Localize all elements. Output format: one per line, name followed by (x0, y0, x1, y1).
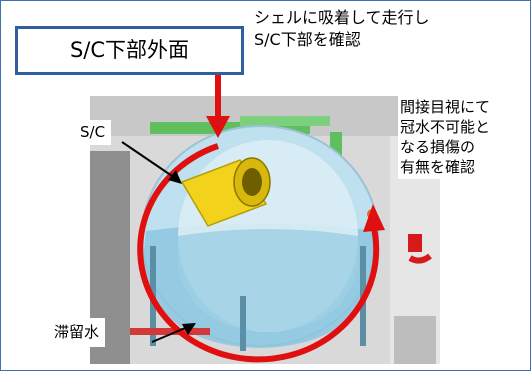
top-note: シェルに吸着して走行し S/C下部を確認 (254, 7, 509, 51)
red-mark-1 (408, 234, 422, 252)
sc-pointer-arrow (121, 141, 182, 184)
stagnant-water-label: 滞留水 (48, 318, 106, 347)
title-text: S/C下部外面 (69, 38, 190, 62)
water-pointer-arrow (151, 323, 196, 343)
title-box: S/C下部外面 (15, 26, 244, 75)
inner-water (178, 229, 358, 332)
sc-label: S/C (74, 120, 112, 145)
red-beam-bottom (130, 328, 210, 335)
right-note: 間接目視にて 冠水不可能と なる損傷の 有無を確認 (398, 95, 512, 179)
yellow-vent-pipe (180, 157, 271, 227)
red-mark-2 (408, 253, 432, 264)
green-pipe-upper (240, 116, 330, 126)
right-structure (394, 316, 436, 364)
support-center (240, 296, 246, 351)
suppression-chamber-illustration (90, 96, 440, 364)
entry-arrow (206, 72, 230, 138)
inspection-path-arrow (137, 143, 385, 363)
